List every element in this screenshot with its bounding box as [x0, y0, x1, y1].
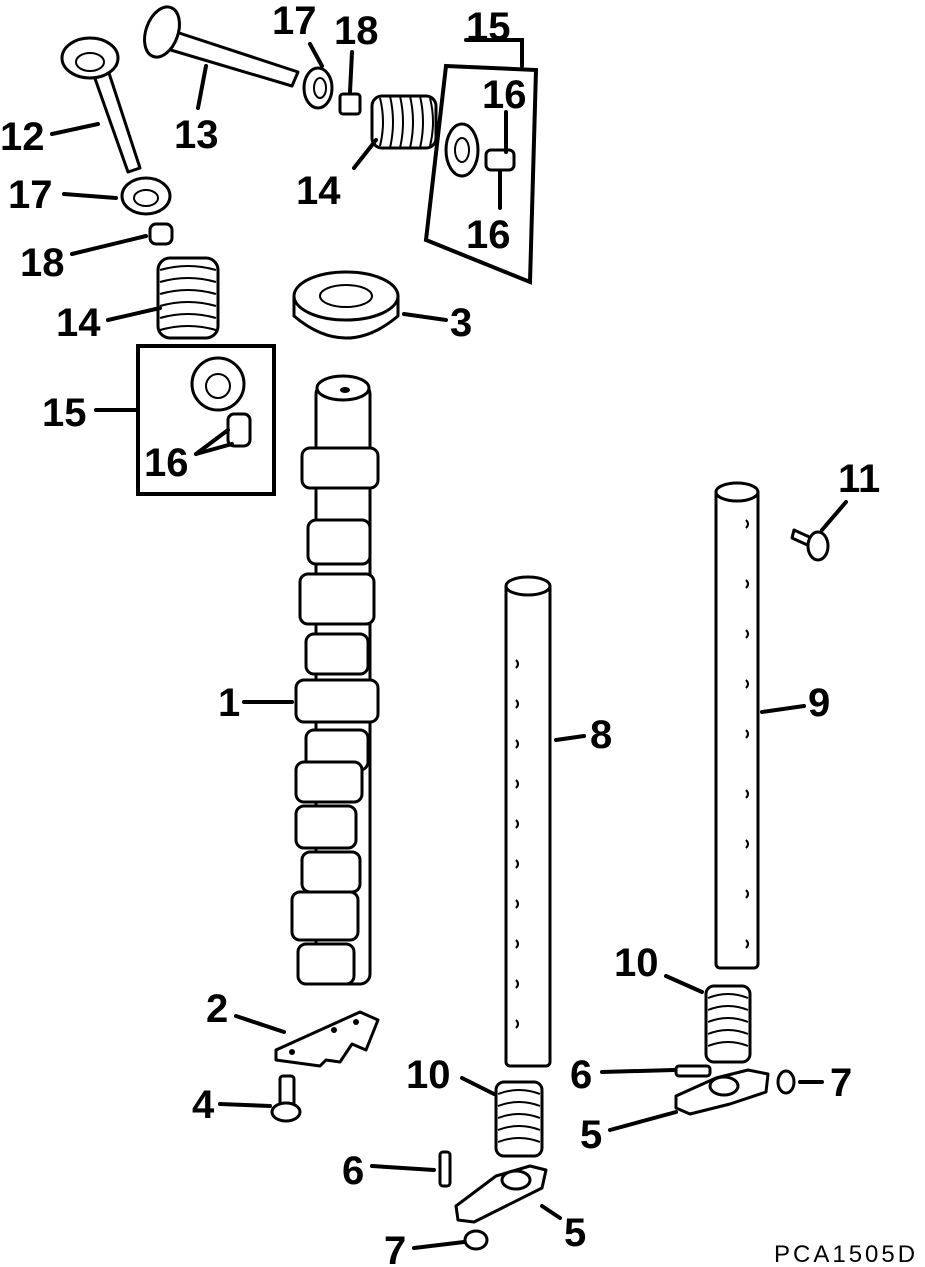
callout-6: 6 — [342, 1149, 364, 1193]
nut-right — [776, 1069, 796, 1095]
callout-12: 12 — [0, 115, 45, 159]
callout-labels: 12 13 17 18 15 16 16 14 17 18 14 3 15 16… — [0, 0, 880, 1267]
callout-11: 11 — [838, 457, 880, 501]
callout-17: 17 — [272, 0, 317, 43]
nut-center — [463, 1229, 489, 1251]
pin-center — [438, 1150, 452, 1188]
callout-17: 17 — [8, 173, 53, 217]
keeper-left — [148, 222, 174, 246]
screw-top-right — [790, 528, 830, 562]
leader-lines — [50, 38, 848, 1250]
callout-5: 5 — [564, 1211, 586, 1255]
callout-18: 18 — [20, 241, 65, 285]
thrust-plate — [274, 1010, 380, 1068]
callout-10: 10 — [614, 941, 659, 985]
callout-15: 15 — [42, 391, 87, 435]
callout-13: 13 — [174, 113, 219, 157]
bolt — [270, 1074, 302, 1123]
callout-6: 6 — [570, 1053, 592, 1097]
callout-10: 10 — [406, 1053, 451, 1097]
spring-center — [494, 1080, 544, 1158]
callout-14: 14 — [296, 169, 341, 213]
callout-7: 7 — [384, 1229, 406, 1267]
callout-2: 2 — [206, 987, 228, 1031]
rocker-arm-right — [674, 1068, 770, 1116]
callout-18: 18 — [334, 9, 379, 53]
callout-4: 4 — [192, 1083, 215, 1127]
retainer-left — [120, 176, 172, 216]
callout-5: 5 — [580, 1113, 602, 1157]
spring-top — [370, 94, 438, 150]
drawing-code: PCA1505D — [774, 1241, 918, 1267]
rocker-shaft-short — [504, 575, 552, 1068]
keeper-top — [338, 92, 362, 116]
callout-9: 9 — [808, 681, 830, 725]
spring-right — [704, 984, 752, 1064]
retainer-top — [302, 66, 334, 110]
callout-15: 15 — [466, 5, 511, 49]
rocker-shaft-long — [714, 481, 760, 970]
valve-top — [143, 5, 300, 88]
kit-box-left — [136, 344, 276, 496]
callout-3: 3 — [450, 301, 472, 345]
bearing — [292, 270, 400, 340]
callout-16: 16 — [482, 73, 527, 117]
callout-16: 16 — [466, 213, 511, 257]
callout-1: 1 — [218, 681, 240, 725]
camshaft — [290, 374, 380, 986]
callout-16: 16 — [144, 441, 189, 485]
callout-8: 8 — [590, 713, 612, 757]
rocker-arm-center — [454, 1164, 548, 1224]
spring-left — [156, 256, 220, 340]
valve-left — [60, 36, 142, 174]
callout-7: 7 — [830, 1061, 852, 1105]
pin-right — [674, 1064, 712, 1078]
callout-14: 14 — [56, 301, 101, 345]
